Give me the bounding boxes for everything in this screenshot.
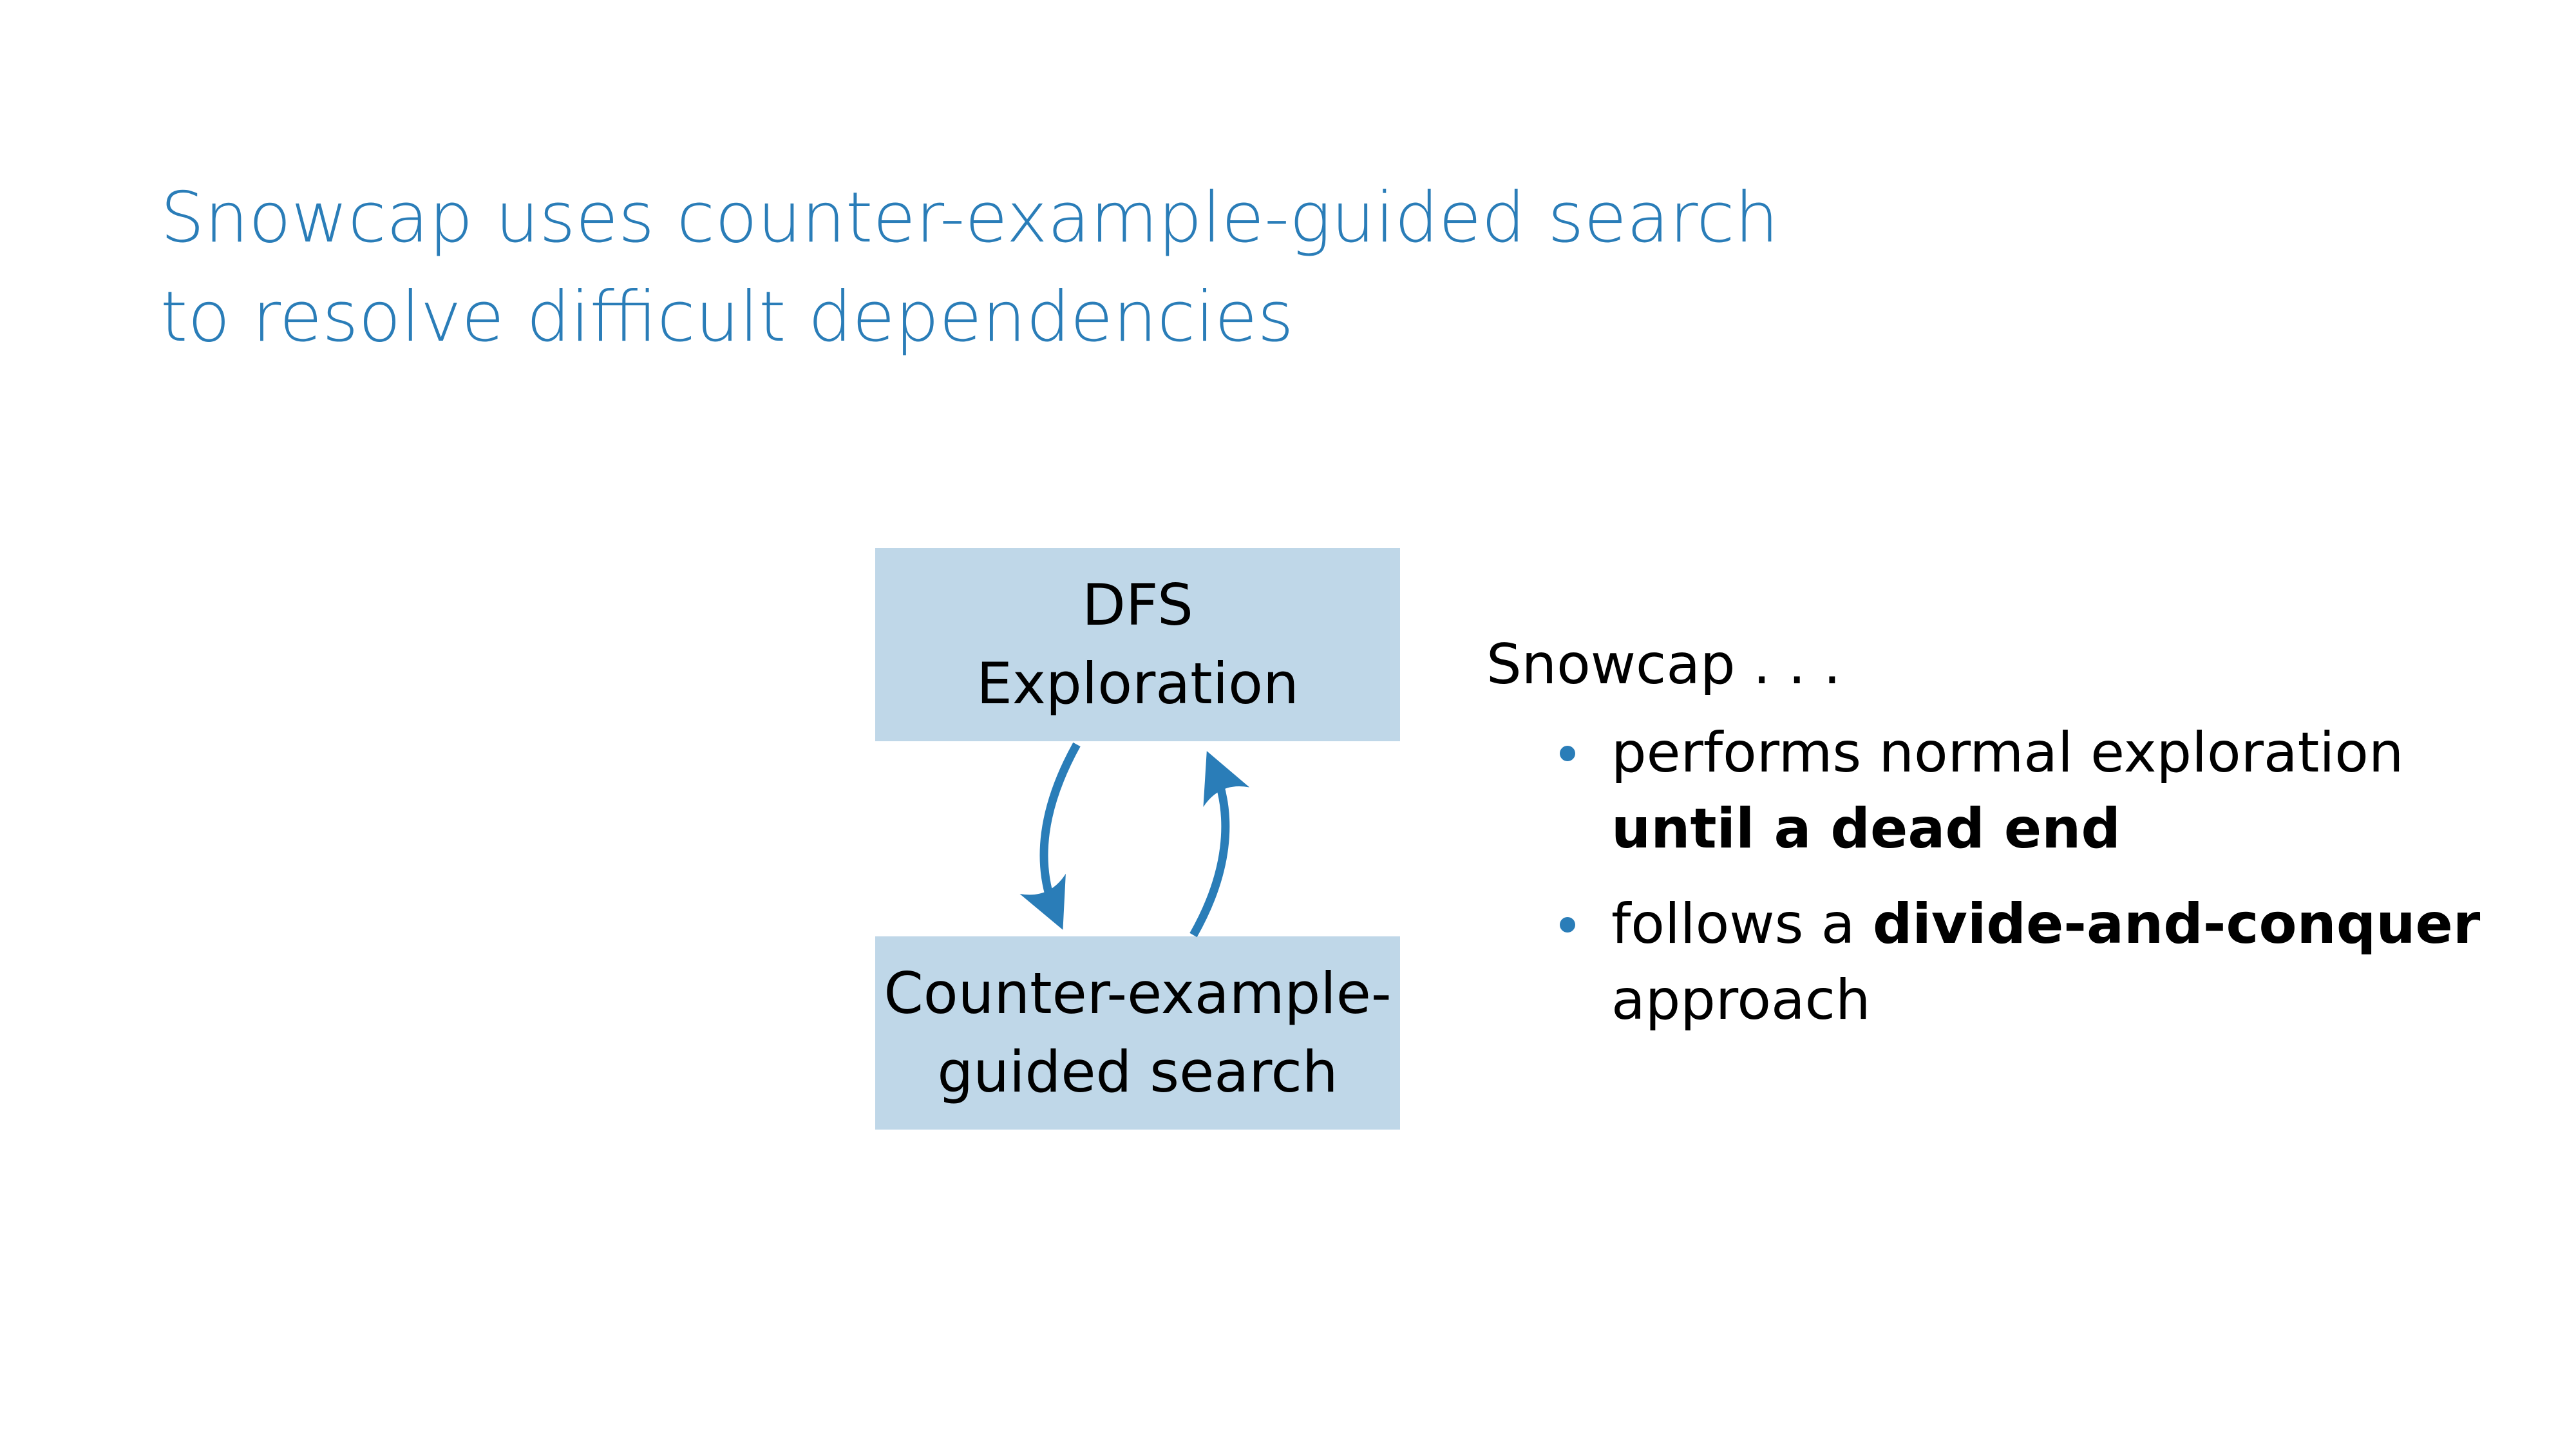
title-line-1: Snowcap uses counter-example-guided sear… <box>160 178 1779 258</box>
box-label-line: Counter-example- <box>884 960 1392 1027</box>
bullet-text: approach <box>1611 968 1871 1032</box>
bullet-bold-text: until a dead end <box>1611 797 2121 861</box>
box-label-line: Exploration <box>976 650 1299 717</box>
bullet-bold-text: divide-and-conquer <box>1872 892 2481 956</box>
slide-title: Snowcap uses counter-example-guided sear… <box>160 169 1779 367</box>
arrow-up-icon <box>1189 751 1250 938</box>
bullet-text: follows a <box>1611 892 1873 956</box>
bullet-item: follows a divide-and-conquer approach <box>1486 886 2480 1038</box>
dfs-exploration-box: DFS Exploration <box>875 548 1400 741</box>
box-label-line: guided search <box>937 1039 1338 1105</box>
bullet-icon <box>1560 746 1575 761</box>
side-notes: Snowcap . . . performs normal exploratio… <box>1486 626 2480 1057</box>
bullet-text: performs normal exploration <box>1611 721 2404 785</box>
bullet-icon <box>1560 917 1575 933</box>
side-intro: Snowcap . . . <box>1486 632 1841 697</box>
title-line-2: to resolve difficult dependencies <box>160 277 1294 357</box>
bullet-list: performs normal exploration until a dead… <box>1486 715 2480 1038</box>
box-label-line: DFS <box>1082 572 1193 638</box>
bullet-item: performs normal exploration until a dead… <box>1486 715 2480 867</box>
counter-example-search-box: Counter-example- guided search <box>875 936 1400 1130</box>
arrow-down-icon <box>1019 742 1081 930</box>
